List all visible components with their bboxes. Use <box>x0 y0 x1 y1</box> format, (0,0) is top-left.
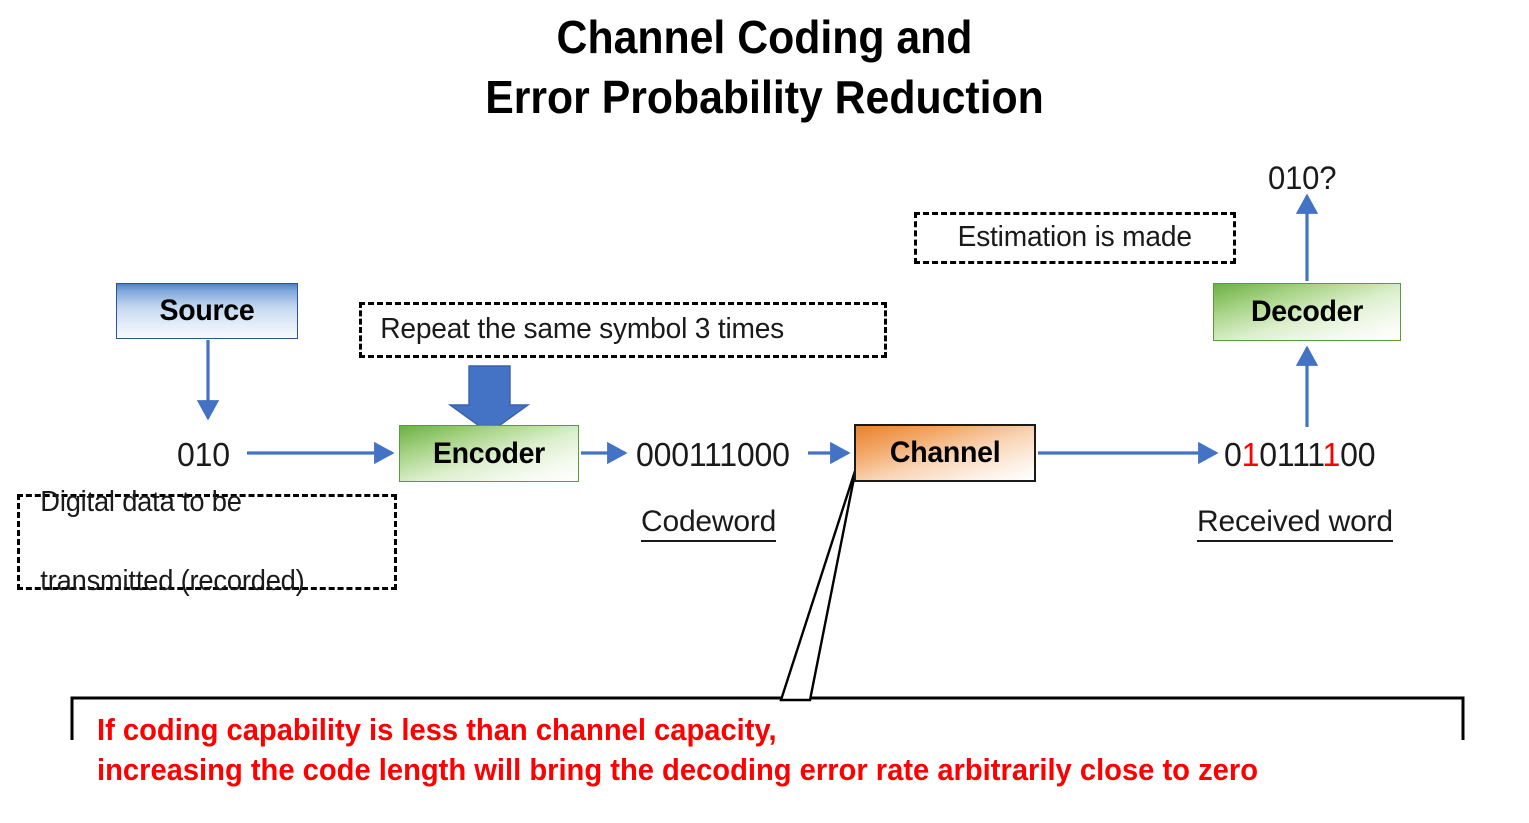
digital-data-note-text: Digital data to be transmitted (recorded… <box>36 483 308 600</box>
repeat-note-box: Repeat the same symbol 3 times <box>359 302 887 358</box>
decoded-output-text: 010? <box>1268 160 1338 197</box>
conclusion-statement: If coding capability is less than channe… <box>97 710 1258 791</box>
received-word-text: 010111100 <box>1224 436 1380 474</box>
channel-box[interactable]: Channel <box>854 424 1036 482</box>
conclusion-line-1: If coding capability is less than channe… <box>97 712 777 747</box>
decoder-box[interactable]: Decoder <box>1213 283 1401 341</box>
source-box-label: Source <box>159 294 255 327</box>
received-word-label: Received word <box>1197 505 1393 542</box>
channel-callout-leader <box>779 467 858 702</box>
codeword-label: Codeword <box>641 505 776 542</box>
conclusion-line-2: increasing the code length will bring th… <box>97 752 1259 788</box>
channel-box-label: Channel <box>889 436 1001 469</box>
codeword-value-text: 000111000 <box>636 436 794 474</box>
digital-data-note-box: Digital data to be transmitted (recorded… <box>17 486 397 597</box>
repeat-note-text: Repeat the same symbol 3 times <box>380 313 785 346</box>
received-bit-group-middle: 0111 <box>1259 436 1323 473</box>
received-error-bit-2: 1 <box>1322 436 1341 473</box>
block-arrow-repeat-to-encoder <box>447 365 531 434</box>
decoded-output-value: 010? <box>1268 160 1337 196</box>
slide-title: Channel Coding and Error Probability Red… <box>54 8 1476 128</box>
codeword-value: 000111000 <box>636 436 790 473</box>
source-box[interactable]: Source <box>116 283 298 339</box>
title-line-1: Channel Coding and <box>556 11 973 63</box>
title-line-2: Error Probability Reduction <box>485 70 1044 123</box>
received-word-value: 010111100 <box>1224 436 1376 474</box>
received-error-bit-1: 1 <box>1241 436 1260 473</box>
received-bit-group-prefix: 0 <box>1224 436 1242 473</box>
digital-data-note-line-2: transmitted (recorded) <box>40 564 305 597</box>
encoder-box-label: Encoder <box>432 436 546 470</box>
estimation-note-box: Estimation is made <box>914 212 1236 264</box>
digital-data-note-line-1: Digital data to be <box>40 486 242 519</box>
decoder-box-label: Decoder <box>1250 295 1364 328</box>
encoder-box[interactable]: Encoder <box>399 425 579 482</box>
source-word-value: 010 <box>177 436 230 473</box>
source-word-text: 010 <box>177 436 231 474</box>
received-bit-group-suffix: 00 <box>1340 436 1376 473</box>
estimation-note-text: Estimation is made <box>957 221 1193 254</box>
